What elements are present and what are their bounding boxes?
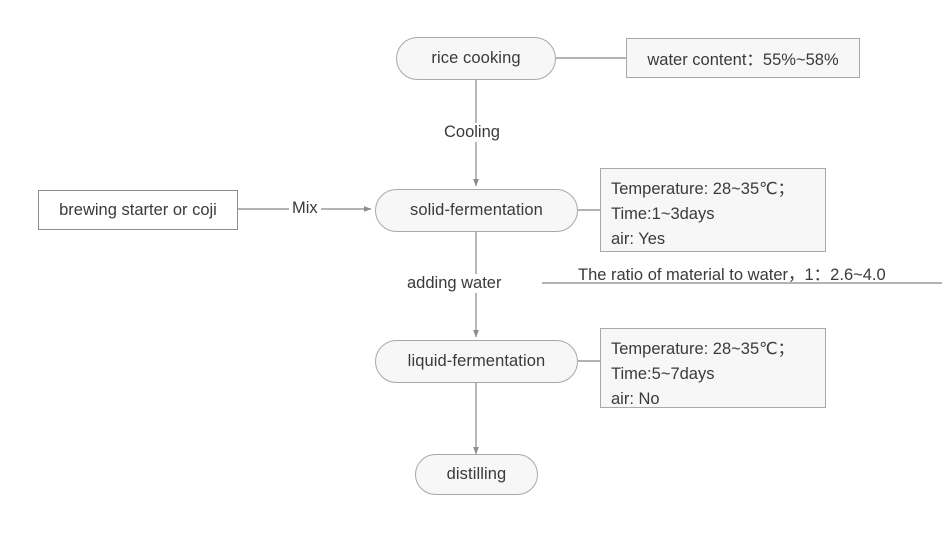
node-distilling[interactable]: distilling — [415, 454, 538, 495]
solid-air-text: air: Yes — [611, 230, 666, 249]
water-content-text: water content：55%~58% — [647, 51, 839, 69]
edge-label-cooling: Cooling — [441, 123, 503, 142]
infobox-solid-fermentation: Temperature: 28~35℃； Time:1~3days air: Y… — [600, 168, 826, 252]
node-liquid-fermentation[interactable]: liquid-fermentation — [375, 340, 578, 383]
node-solid-fermentation-label: solid-fermentation — [410, 201, 543, 219]
node-liquid-fermentation-label: liquid-fermentation — [407, 352, 546, 370]
solid-temperature-text: Temperature: 28~35℃； — [611, 180, 795, 198]
edge-label-mix: Mix — [289, 199, 321, 218]
mix-text: Mix — [292, 199, 318, 217]
adding-water-text: adding water — [407, 274, 502, 292]
node-brewing-starter-label: brewing starter or coji — [59, 200, 217, 219]
infobox-water-content: water content：55%~58% — [626, 38, 860, 78]
node-rice-cooking-label: rice cooking — [431, 49, 521, 67]
ratio-text: The ratio of material to water，1：2.6~4.0 — [578, 266, 886, 284]
edge-label-adding-water: adding water — [404, 274, 505, 293]
infobox-liquid-fermentation: Temperature: 28~35℃； Time:5~7days air: N… — [600, 328, 826, 408]
node-brewing-starter[interactable]: brewing starter or coji — [38, 190, 238, 230]
node-rice-cooking[interactable]: rice cooking — [396, 37, 556, 80]
liquid-temperature-text: Temperature: 28~35℃； — [611, 340, 795, 358]
liquid-air-text: air: No — [611, 390, 660, 409]
liquid-time-text: Time:5~7days — [611, 365, 715, 384]
cooling-text: Cooling — [444, 123, 500, 141]
node-distilling-label: distilling — [446, 465, 507, 483]
node-solid-fermentation[interactable]: solid-fermentation — [375, 189, 578, 232]
solid-time-text: Time:1~3days — [611, 205, 715, 224]
edge-label-ratio: The ratio of material to water，1：2.6~4.0 — [578, 261, 886, 285]
